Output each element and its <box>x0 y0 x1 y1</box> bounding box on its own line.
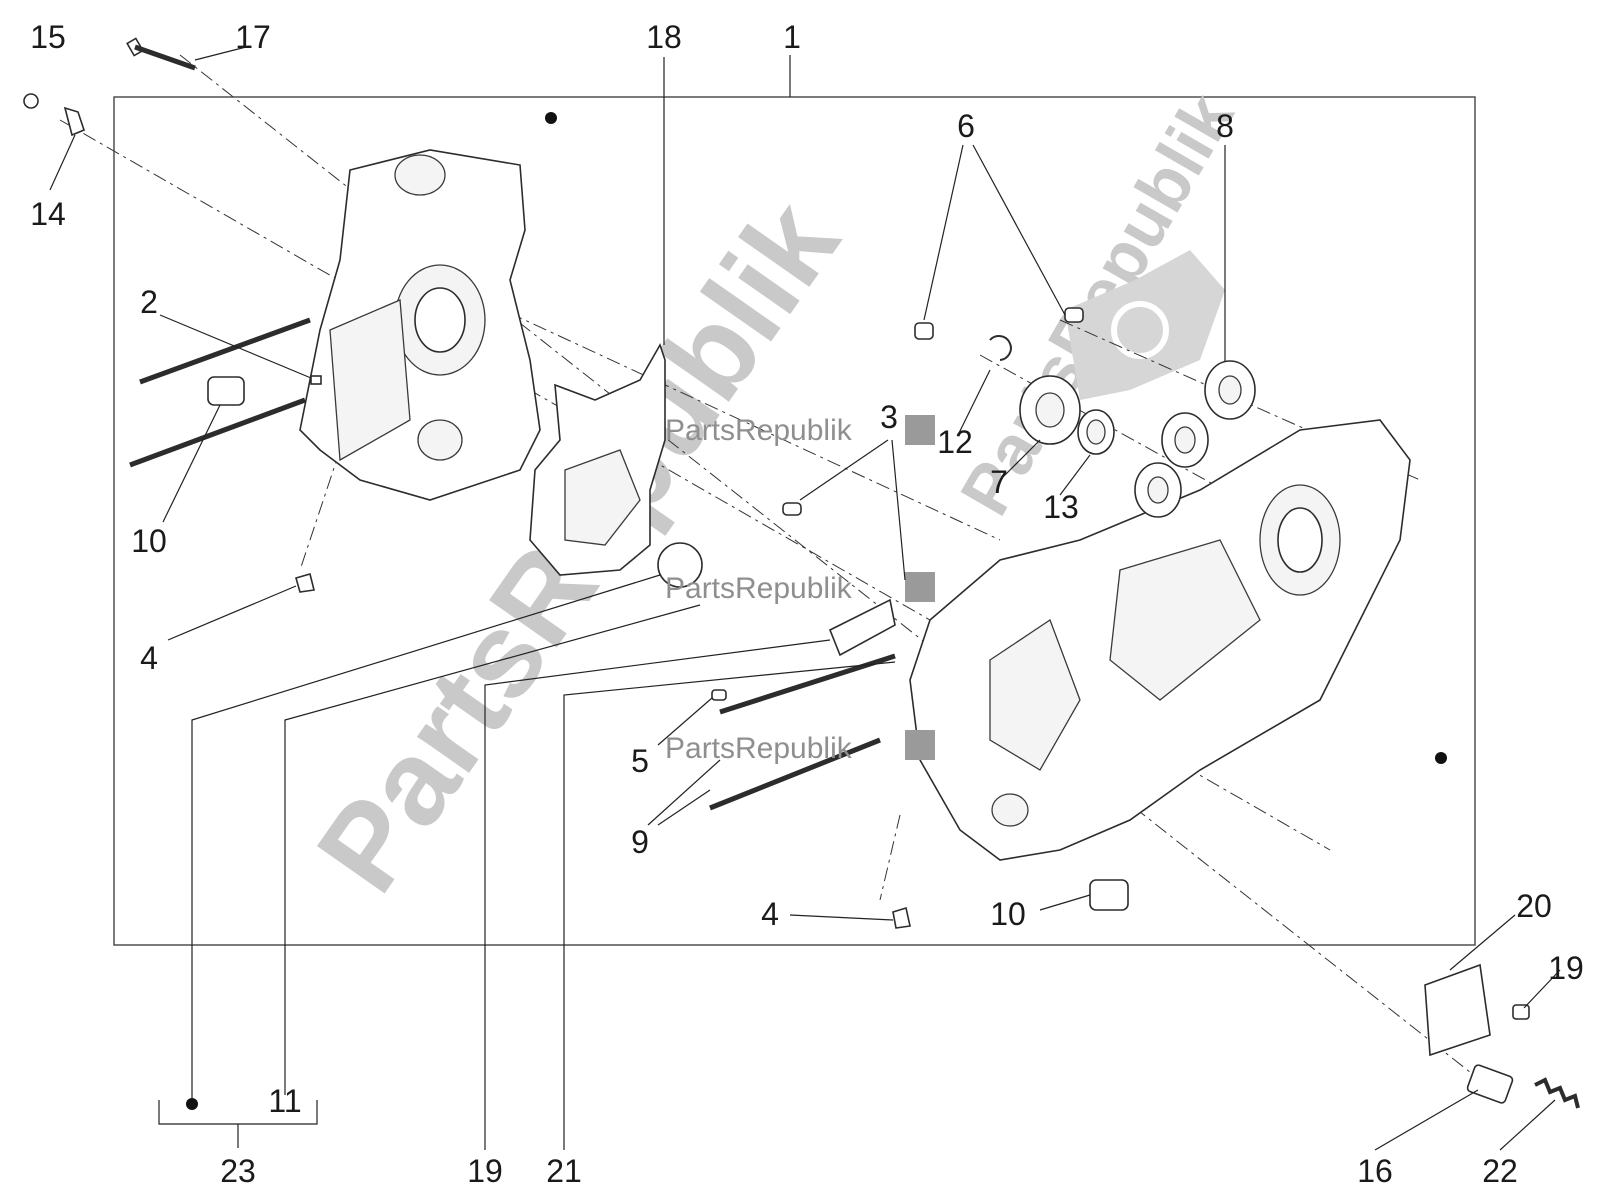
left-crankcase-half <box>299 149 541 501</box>
callout-8: 8 <box>1216 108 1234 144</box>
watermark-small-1: PartsRepublik <box>665 414 853 447</box>
callout-1: 1 <box>783 19 801 55</box>
callout-6: 6 <box>957 108 975 144</box>
small-parts <box>23 37 1580 1109</box>
assembly-dot-right <box>1435 752 1447 764</box>
callout-4-left: 4 <box>140 640 158 676</box>
right-crankcase-half <box>909 419 1411 861</box>
assembly-dot-top <box>545 112 557 124</box>
watermark-gear-icon <box>905 572 935 602</box>
callout-20: 20 <box>1516 888 1552 924</box>
assembly-frame <box>113 96 1476 946</box>
leader-lines <box>49 45 1561 1151</box>
callout-14: 14 <box>30 196 66 232</box>
callout-21: 21 <box>546 1153 582 1189</box>
callout-19-bottom: 19 <box>467 1153 503 1189</box>
bearing-8 <box>1204 360 1256 420</box>
callout-7: 7 <box>990 464 1008 500</box>
watermark-gear-icon <box>905 415 935 445</box>
callout-4-right: 4 <box>761 896 779 932</box>
gasket <box>529 343 666 576</box>
callout-19-right: 19 <box>1548 950 1584 986</box>
assembly-dot-bottom <box>186 1098 198 1110</box>
bearing-7 <box>1019 375 1081 445</box>
callout-labels: 15 17 18 1 14 6 8 2 3 12 7 13 10 4 5 9 4… <box>30 19 1584 1189</box>
callout-2: 2 <box>140 284 158 320</box>
callout-16: 16 <box>1357 1153 1393 1189</box>
callout-22: 22 <box>1482 1153 1518 1189</box>
callout-10-right: 10 <box>990 896 1026 932</box>
callout-3: 3 <box>880 399 898 435</box>
callout-5: 5 <box>631 743 649 779</box>
watermark-small: PartsRepublik PartsRepublik PartsRepubli… <box>665 414 935 765</box>
watermark-gear-icon <box>905 730 935 760</box>
callout-15: 15 <box>30 19 66 55</box>
callout-10-left: 10 <box>131 523 167 559</box>
bearing-13 <box>1077 409 1115 455</box>
callout-9: 9 <box>631 824 649 860</box>
watermark-flag-shape <box>1065 250 1225 400</box>
callout-23: 23 <box>220 1153 256 1189</box>
callout-11: 11 <box>268 1083 301 1119</box>
watermark-small-3: PartsRepublik <box>665 732 853 765</box>
callout-12: 12 <box>937 424 973 460</box>
callout-13: 13 <box>1043 489 1079 525</box>
bearing-mid <box>1161 412 1209 468</box>
callout-17: 17 <box>235 19 271 55</box>
bearing-low <box>1134 462 1182 518</box>
callout-18: 18 <box>646 19 682 55</box>
watermark-small-2: PartsRepublik <box>665 572 853 605</box>
